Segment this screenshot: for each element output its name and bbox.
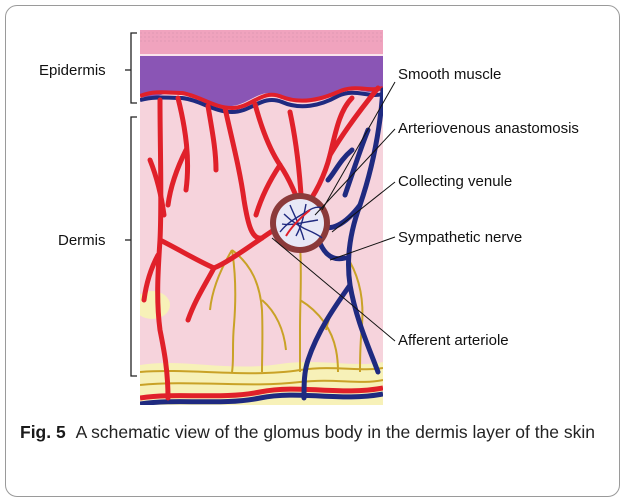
dermis-label: Dermis (58, 232, 106, 249)
figure-number: Fig. 5 (20, 422, 66, 442)
label-arteriovenous-anastomosis: Arteriovenous anastomosis (398, 120, 579, 137)
label-smooth-muscle: Smooth muscle (398, 66, 501, 83)
label-afferent-arteriole: Afferent arteriole (398, 332, 509, 349)
caption-text: A schematic view of the glomus body in t… (76, 422, 595, 442)
layer-brackets (125, 33, 137, 376)
label-collecting-venule: Collecting venule (398, 173, 512, 190)
label-sympathetic-nerve: Sympathetic nerve (398, 229, 522, 246)
epidermis-label: Epidermis (39, 62, 106, 79)
skin-section (134, 30, 383, 405)
figure-caption: Fig. 5 A schematic view of the glomus bo… (20, 419, 610, 445)
